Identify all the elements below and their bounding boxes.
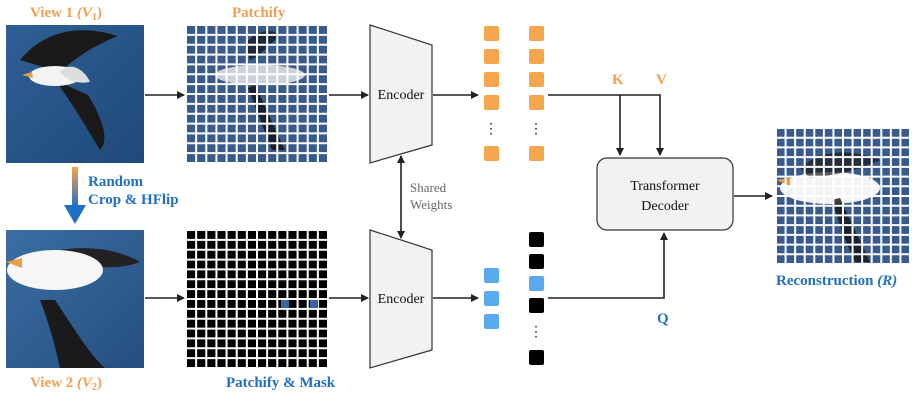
arrow-v-decoder — [548, 94, 664, 156]
view2-image — [6, 230, 144, 368]
svg-text:View 1 (V1): View 1 (V1) — [30, 5, 102, 23]
svg-text:⋮: ⋮ — [529, 325, 543, 340]
augment-label-2: Crop & HFlip — [88, 192, 179, 208]
svg-text:Transformer: Transformer — [630, 179, 700, 194]
view2-label: View 2 (V2) — [30, 375, 102, 393]
view1-image — [6, 25, 144, 163]
q-label: Q — [657, 311, 669, 327]
shared-label-2: Weights — [410, 197, 452, 212]
masked-patchify-grid — [185, 229, 329, 369]
token-column-orange-2: ⋮ — [529, 26, 544, 161]
transformer-decoder: Transformer Decoder — [596, 157, 734, 231]
encoder-top: Encoder — [369, 24, 433, 164]
patchify-mask-label: Patchify & Mask — [226, 375, 336, 391]
encoder-bottom: Encoder — [369, 229, 433, 369]
token-column-blue — [484, 268, 499, 329]
token-column-orange-1: ⋮ — [484, 26, 499, 161]
token-column-mixed: ⋮ — [529, 232, 544, 365]
arrow-q-decoder — [548, 232, 668, 299]
svg-text:Encoder: Encoder — [378, 292, 425, 307]
svg-text:⋮: ⋮ — [529, 122, 543, 137]
augment-arrow — [64, 167, 86, 224]
reconstruction-grid — [775, 127, 911, 265]
shared-label-1: Shared — [410, 180, 447, 195]
svg-text:Encoder: Encoder — [378, 88, 425, 103]
k-label: K — [612, 72, 624, 88]
svg-text:Decoder: Decoder — [641, 199, 689, 214]
svg-text:⋮: ⋮ — [484, 122, 498, 137]
svg-text:Reconstruction (R): Reconstruction (R) — [776, 273, 897, 289]
reconstruction-label: Reconstruction (R) — [776, 273, 897, 289]
v-label: V — [656, 72, 667, 88]
patchify-grid — [185, 24, 329, 164]
view1-label: View 1 (V1) — [30, 5, 102, 23]
augment-label-1: Random — [88, 174, 144, 190]
svg-text:View 2 (V2): View 2 (V2) — [30, 375, 102, 393]
patchify-label: Patchify — [232, 5, 286, 21]
